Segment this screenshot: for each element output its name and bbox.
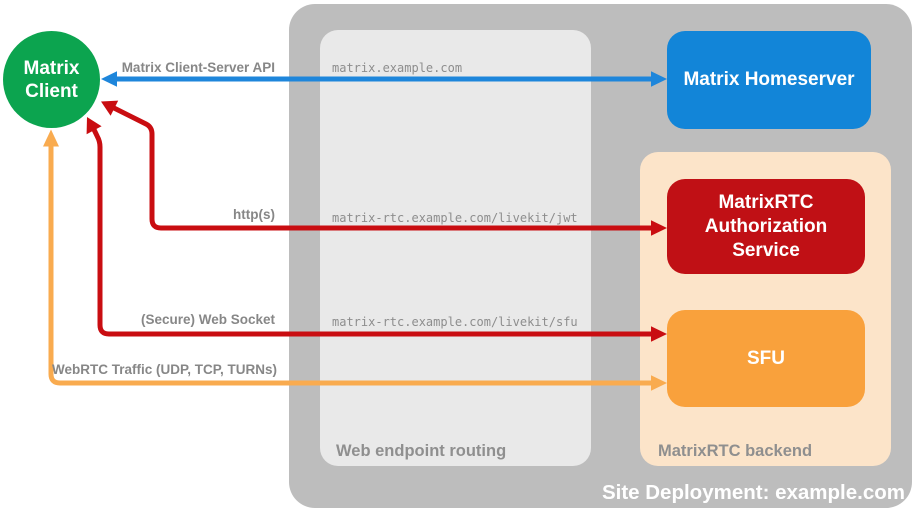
sfu-node: SFU <box>667 310 865 407</box>
matrixrtc-auth-service-node: MatrixRTC Authorization Service <box>667 179 865 274</box>
sfu-label: SFU <box>747 347 785 369</box>
webrtc-label: WebRTC Traffic (UDP, TCP, TURNs) <box>51 362 277 377</box>
matrix-homeserver-label: Matrix Homeserver <box>683 69 855 90</box>
matrix-client-node: Matrix Client <box>3 31 100 128</box>
matrixrtc-backend-label: MatrixRTC backend <box>658 442 813 460</box>
endpoint-url-homeserver: matrix.example.com <box>332 61 463 75</box>
https-label: http(s) <box>233 207 275 222</box>
endpoint-url-livekit-sfu: matrix-rtc.example.com/livekit/sfu <box>332 315 578 329</box>
matrix-client-label: Matrix Client <box>23 57 80 102</box>
websocket-label: (Secure) Web Socket <box>140 312 275 327</box>
web-endpoint-routing-label: Web endpoint routing <box>336 442 507 460</box>
client-server-api-label: Matrix Client-Server API <box>121 60 275 75</box>
web-endpoint-routing-box <box>320 30 591 466</box>
site-deployment-title: Site Deployment: example.com <box>601 481 905 504</box>
matrix-homeserver-node: Matrix Homeserver <box>667 31 871 129</box>
matrixrtc-auth-service-label: MatrixRTC Authorization Service <box>704 191 828 261</box>
endpoint-url-livekit-jwt: matrix-rtc.example.com/livekit/jwt <box>332 211 578 225</box>
